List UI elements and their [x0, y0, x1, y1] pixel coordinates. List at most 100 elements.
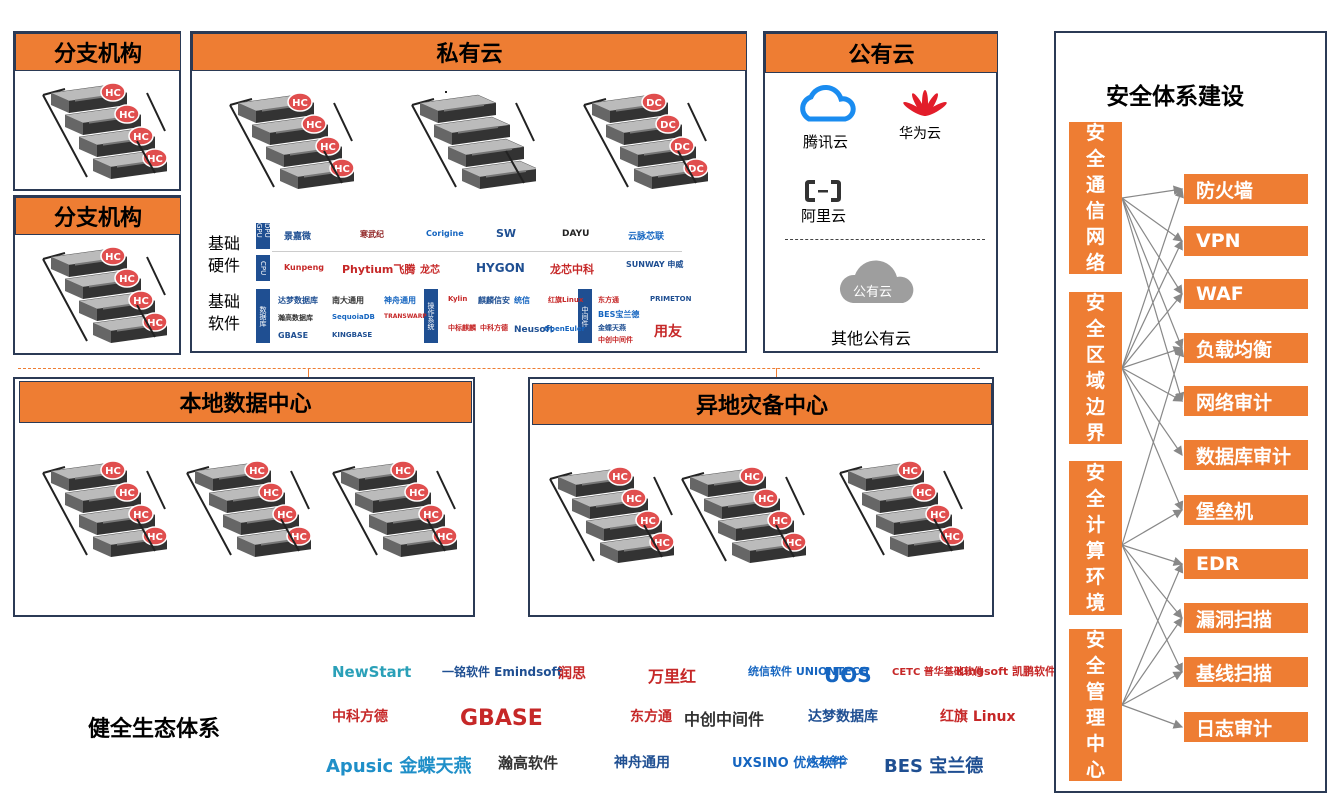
remote-dr-panel: 异地灾备中心 HC HC HC HC: [528, 377, 994, 617]
server-rack-icon: HC HC HC HC: [327, 459, 460, 563]
eco-logo-r1-4: 统信软件 UNIONTECH: [748, 665, 869, 678]
cpu-tag: CPU: [256, 255, 270, 281]
svg-text:HC: HC: [277, 510, 293, 521]
eco-logo-r3-5: BES 宝兰德: [884, 756, 984, 777]
svg-text:HC: HC: [944, 532, 960, 543]
security-item-0: 防火墙: [1184, 174, 1308, 204]
eco-logo-r3-0: Apusic 金蝶天燕: [326, 756, 472, 777]
security-title: 安全体系建设: [1106, 84, 1244, 110]
svg-text:HC: HC: [133, 510, 149, 521]
eco-logo-r2-2: 东方通: [630, 709, 672, 725]
server-rack-icon: HC HC HC HC: [37, 81, 170, 185]
eco-logo-r1-5: UOS: [824, 663, 872, 687]
server-rack-icon: HC HC HC HC: [37, 245, 170, 349]
svg-text:DC: DC: [688, 164, 704, 175]
svg-text:HC: HC: [916, 488, 932, 499]
svg-text:HC: HC: [292, 98, 308, 109]
svg-text:HC: HC: [119, 274, 135, 285]
security-category-3: 安全管理中心: [1069, 629, 1122, 781]
branch-panel-2: 分支机构 HC HC HC HC: [13, 195, 181, 355]
db-logo-0: 达梦数据库: [278, 296, 318, 305]
svg-text:HC: HC: [930, 510, 946, 521]
server-rack-icon: HC HC HC HC: [544, 465, 677, 569]
server-rack-icon: DC DC DC DC: [578, 91, 711, 195]
security-item-6: 堡垒机: [1184, 495, 1308, 525]
eco-logo-r3-1: 瀚高软件: [498, 754, 559, 772]
os-logo-3: 红旗Linux: [548, 296, 584, 304]
server-rack-icon: HC HC HC HC: [834, 459, 967, 563]
gpu-logo-2: Corigine: [426, 229, 464, 238]
other-public-cloud-label: 其他公有云: [831, 329, 912, 348]
os-logo-0: Kylin: [448, 295, 468, 303]
svg-text:HC: HC: [640, 516, 656, 527]
local-datacenter-panel: 本地数据中心 HC HC HC HC: [13, 377, 475, 617]
eco-logo-r3-4: 人大金仓: [808, 756, 848, 767]
server-rack-icon: HC HC HC HC: [676, 465, 809, 569]
tencent-cloud-icon: [800, 85, 856, 122]
server-rack-icon: HC HC HC HC: [224, 91, 357, 195]
security-item-2: WAF: [1184, 279, 1308, 309]
db-logo-6: GBASE: [278, 331, 309, 340]
server-rack-icon: HC HC HC HC: [181, 459, 314, 563]
eco-logo-r3-2: 神舟通用: [614, 755, 670, 771]
server-rack-icon: HC HC HC HC: [37, 459, 170, 563]
branch-title-2: 分支机构: [15, 197, 181, 235]
cpu-logo-4: 龙芯中科: [550, 263, 594, 276]
svg-text:HC: HC: [105, 88, 121, 99]
public-cloud-panel: 公有云 腾讯云 华为云 阿里云 公有云 其他公有云: [763, 31, 998, 353]
eco-logo-r1-3: 万里红: [648, 667, 697, 686]
security-item-7: EDR: [1184, 549, 1308, 579]
cpu-logo-3: HYGON: [476, 261, 525, 275]
db-logo-5: TRANSWARP: [384, 313, 427, 320]
svg-text:DC: DC: [646, 98, 662, 109]
cpu-logo-0: Kunpeng: [284, 263, 325, 272]
eco-logo-r1-6: CETC 普华基础软件: [892, 667, 984, 678]
private-cloud-title: 私有云: [192, 33, 747, 71]
tencent-cloud-label: 腾讯云: [803, 133, 849, 151]
security-item-5: 数据库审计: [1184, 440, 1308, 470]
svg-text:HC: HC: [612, 472, 628, 483]
os-logo-5: 中科方德: [480, 324, 508, 332]
mw-logo-3: 金蝶天燕: [598, 324, 626, 332]
os-logo-2: 统信: [514, 296, 530, 305]
eco-logo-r2-0: 中科方德: [332, 709, 388, 725]
branch-title-1: 分支机构: [15, 33, 181, 71]
svg-text:HC: HC: [320, 142, 336, 153]
gpu-tag: DPU GPU: [255, 223, 271, 249]
huawei-icon: [903, 90, 947, 116]
security-category-0: 安全通信网络: [1069, 122, 1122, 274]
mw-logo-0: 东方通: [598, 296, 619, 304]
ecosystem-title: 健全生态体系: [88, 717, 221, 742]
security-item-3: 负载均衡: [1184, 333, 1308, 363]
gpu-logo-4: DAYU: [562, 229, 590, 239]
base-software-label: 基础 软件: [208, 292, 241, 333]
public-cloud-title: 公有云: [765, 33, 998, 73]
eco-logo-r3-3: UXSINO 优炫软件: [732, 756, 846, 771]
mw-logo-1: PRIMETON: [650, 295, 692, 303]
mw-logo-4: 中创中间件: [598, 336, 633, 344]
gpu-logo-1: 寒武纪: [360, 230, 384, 239]
security-item-8: 漏洞扫描: [1184, 603, 1308, 633]
svg-text:HC: HC: [334, 164, 350, 175]
svg-text:HC: HC: [147, 154, 163, 165]
eco-logo-r1-2: 润思: [558, 666, 586, 682]
huawei-cloud-label: 华为云: [899, 126, 941, 142]
db-tag: 数据库: [256, 289, 270, 343]
svg-text:HC: HC: [147, 318, 163, 329]
eco-logo-r2-4: 达梦数据库: [808, 709, 878, 725]
db-logo-3: 瀚高数据库: [278, 314, 313, 322]
eco-logo-r1-1: 一铭软件 Emindsoft: [442, 665, 563, 679]
svg-text:HC: HC: [147, 532, 163, 543]
mw-tag: 中间件: [578, 289, 592, 343]
aliyun-icon: [805, 180, 841, 202]
svg-text:HC: HC: [654, 538, 670, 549]
db-logo-2: 神舟通用: [384, 296, 416, 305]
base-hardware-label: 基础 硬件: [208, 234, 241, 275]
svg-text:DC: DC: [674, 142, 690, 153]
svg-text:HC: HC: [105, 252, 121, 263]
svg-text:HC: HC: [395, 466, 411, 477]
svg-text:HC: HC: [626, 494, 642, 505]
cpu-logo-1: Phytium飞腾: [342, 263, 416, 276]
public-cloud-icon-label: 公有云: [853, 285, 893, 300]
